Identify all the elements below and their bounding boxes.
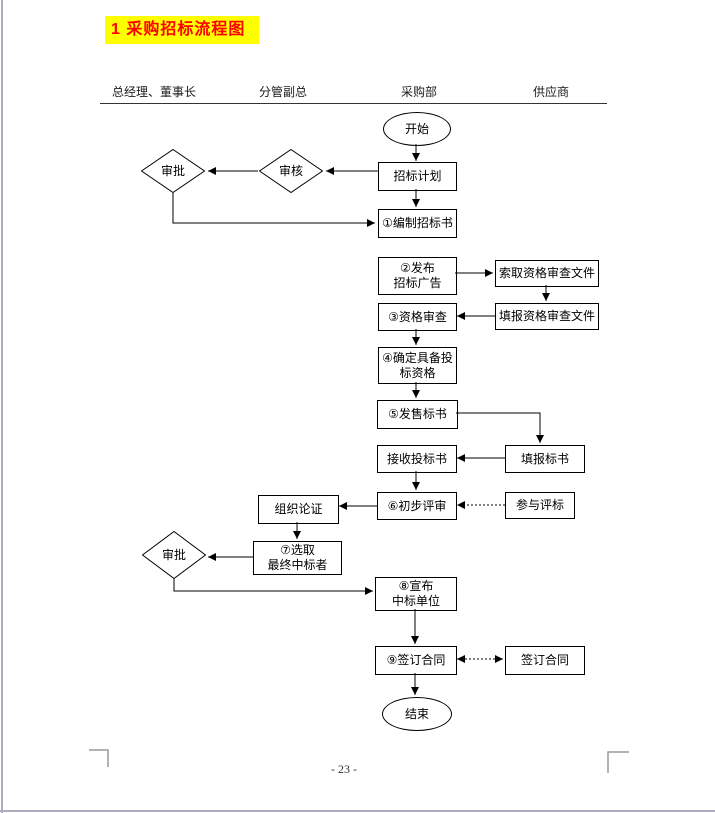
lane-header-purchasing: 采购部 [401, 85, 438, 99]
crop-mark-left [89, 749, 109, 767]
lane-header-rule [100, 103, 607, 104]
flow-node-join-eval: 参与评标 [505, 492, 575, 519]
diamond-shape [142, 531, 206, 579]
flow-node-end: 结束 [382, 697, 452, 731]
diamond-shape [259, 149, 323, 193]
flow-node-approve-top: 审批 [141, 149, 205, 193]
lane-header-supplier: 供应商 [533, 85, 570, 99]
flow-node-fill-docs: 填报资格审查文件 [495, 303, 599, 330]
flow-node-receive-bid: 接收投标书 [377, 445, 457, 473]
flow-node-step1: ①编制招标书 [378, 209, 457, 238]
crop-mark-right [607, 751, 629, 773]
diamond-shape [141, 149, 205, 193]
flow-node-fill-bid: 填报标书 [505, 445, 585, 473]
flow-node-start: 开始 [383, 112, 451, 146]
flow-node-approve-bottom: 审批 [142, 531, 206, 579]
flow-node-step8: ⑧宣布 中标单位 [375, 577, 457, 611]
page-title: 1 采购招标流程图 [105, 16, 260, 44]
flow-node-step2: ②发布 招标广告 [378, 257, 457, 295]
flow-node-sign-contract: 签订合同 [505, 646, 585, 675]
page-left-edge [1, 0, 3, 813]
lane-header-deputy: 分管副总 [259, 85, 308, 99]
flow-node-step4: ④确定具备投 标资格 [378, 347, 457, 384]
flow-node-review: 审核 [259, 149, 323, 193]
flow-node-step7: ⑦选取 最终中标者 [253, 541, 342, 575]
flow-node-approve-top-label: 审批 [160, 163, 185, 178]
flow-node-step3: ③资格审查 [378, 303, 457, 331]
lane-header-manager: 总经理、董事长 [112, 85, 197, 99]
flow-node-obtain-docs: 索取资格审查文件 [495, 260, 599, 287]
flow-node-step5: ⑤发售标书 [377, 400, 458, 429]
flow-node-step9: ⑨签订合同 [375, 646, 457, 675]
flow-node-step6: ⑥初步评审 [377, 492, 457, 520]
flow-node-bid-plan: 招标计划 [378, 162, 457, 191]
flow-node-approve-bottom-label: 审批 [161, 547, 186, 562]
page-number: - 23 - [331, 762, 357, 776]
page-bottom-edge [0, 810, 715, 812]
flow-node-organize: 组织论证 [258, 495, 339, 524]
flow-node-review-label: 审核 [278, 163, 303, 178]
